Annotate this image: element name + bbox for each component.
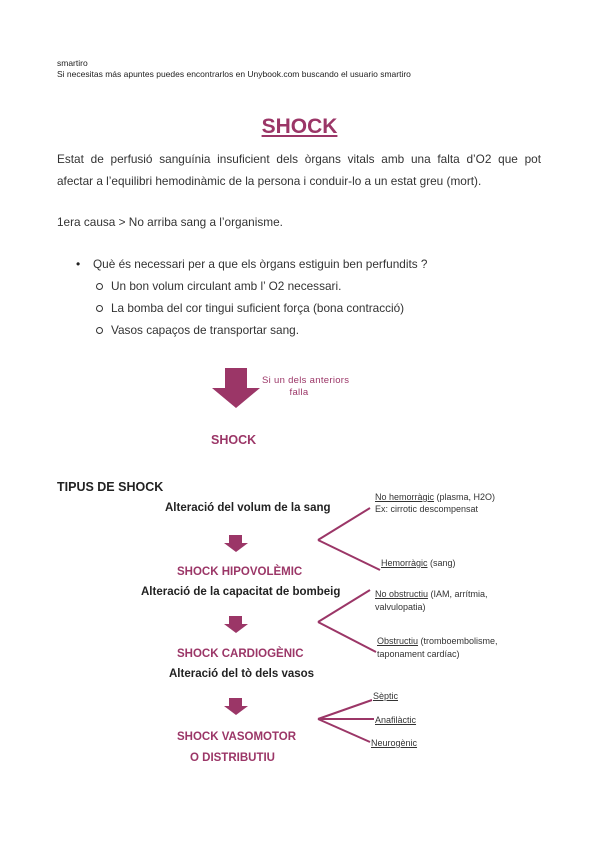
type1-branch1-line2: Ex: cirrotic descompensat xyxy=(375,504,479,514)
type2-branch2: Obstructiu (tromboembolisme, xyxy=(377,636,498,646)
type2-branch2-rest: (tromboembolisme, xyxy=(418,636,498,646)
type2-name: SHOCK CARDIOGÈNIC xyxy=(177,648,304,660)
type1-branch1: No hemorràgic (plasma, H2O) xyxy=(375,492,495,502)
type1-branch2: Hemorràgic (sang) xyxy=(381,558,456,568)
circle-bullet-1 xyxy=(96,283,103,290)
type3-branch2: Anafilàctic xyxy=(375,715,417,725)
subitem-1: Un bon volum circulant amb l’ O2 necessa… xyxy=(111,279,342,293)
small-arrow-1 xyxy=(224,535,248,552)
type2-branch2-line2: taponament cardíac) xyxy=(377,649,460,659)
question-text: Què és necessari per a que els òrgans es… xyxy=(93,257,428,271)
type3-name: SHOCK VASOMOTOR xyxy=(177,731,297,743)
shock-label: SHOCK xyxy=(211,433,257,447)
type1-branch1-rest: (plasma, H2O) xyxy=(434,492,496,502)
type3-branch3: Neurogènic xyxy=(371,738,418,748)
intro-line1: Estat de perfusió sanguínia insuficient … xyxy=(57,152,541,166)
type3-name2: O DISTRIBUTIU xyxy=(190,752,275,764)
intro-line2: afectar a l’equilibri hemodinàmic de la … xyxy=(57,174,482,188)
cause-text: 1era causa > No arriba sang a l’organism… xyxy=(57,215,283,229)
type1-branch2-term: Hemorràgic xyxy=(381,558,428,568)
type2-cause: Alteració de la capacitat de bombeig xyxy=(141,586,341,598)
small-arrow-3 xyxy=(224,698,248,715)
type2-branch1-rest: (IAM, arrítmia, xyxy=(428,589,488,599)
arrow-note-line1: Si un dels anteriors xyxy=(262,375,350,386)
header-line2: Si necesitas más apuntes puedes encontra… xyxy=(57,69,411,79)
branch-lines-1 xyxy=(317,507,381,571)
branch-lines-3 xyxy=(317,699,374,743)
type2-branch1-line2: valvulopatia) xyxy=(375,602,426,612)
page-title: SHOCK xyxy=(261,115,338,138)
arrow-note-line2: falla xyxy=(289,387,309,398)
subitem-3: Vasos capaços de transportar sang. xyxy=(111,323,299,337)
bullet-dot: • xyxy=(76,257,81,271)
type1-name: SHOCK HIPOVOLÈMIC xyxy=(177,566,303,578)
subitem-2: La bomba del cor tingui suficient força … xyxy=(111,301,405,315)
type3-cause: Alteració del tò dels vasos xyxy=(169,668,315,680)
header-line1: smartiro xyxy=(57,58,88,68)
circle-bullet-2 xyxy=(96,305,103,312)
small-arrow-2 xyxy=(224,616,248,633)
type2-branch1: No obstructiu (IAM, arrítmia, xyxy=(375,589,488,599)
type1-branch1-term: No hemorràgic xyxy=(375,492,435,502)
circle-bullet-3 xyxy=(96,327,103,334)
type1-branch2-rest: (sang) xyxy=(427,558,456,568)
tipus-heading: TIPUS DE SHOCK xyxy=(57,480,164,494)
branch-lines-2 xyxy=(317,589,377,653)
type2-branch2-term: Obstructiu xyxy=(377,636,419,646)
type1-cause: Alteració del volum de la sang xyxy=(165,502,331,514)
type3-branch1: Sèptic xyxy=(373,691,399,701)
big-down-arrow xyxy=(212,368,260,408)
type2-branch1-term: No obstructiu xyxy=(375,589,429,599)
